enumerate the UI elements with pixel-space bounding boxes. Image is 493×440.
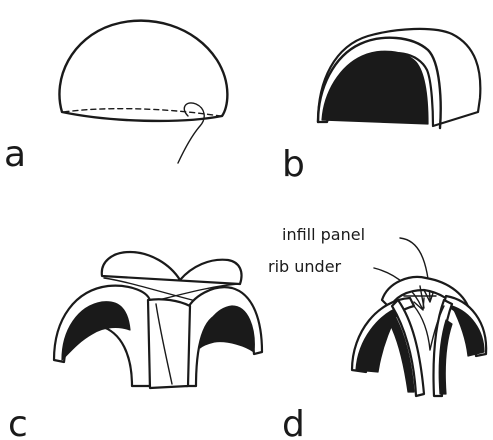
panel-c-groin-vault: c bbox=[8, 252, 262, 440]
label-rib-under: rib under bbox=[268, 257, 342, 276]
panel-d-rib-vault: infill panel rib under d bbox=[268, 225, 486, 440]
label-infill-panel: infill panel bbox=[282, 225, 365, 244]
panel-a-dome: a bbox=[4, 21, 227, 175]
groin-central-web bbox=[148, 299, 190, 388]
dome-outline bbox=[59, 21, 227, 121]
panel-label-c: c bbox=[8, 404, 28, 440]
panel-label-d: d bbox=[282, 404, 305, 440]
panel-label-a: a bbox=[4, 134, 26, 175]
groin-back-vault bbox=[102, 252, 242, 284]
panel-b-barrel-vault: b bbox=[282, 29, 480, 185]
dome-base-dashed bbox=[64, 109, 220, 116]
panel-label-b: b bbox=[282, 144, 305, 185]
